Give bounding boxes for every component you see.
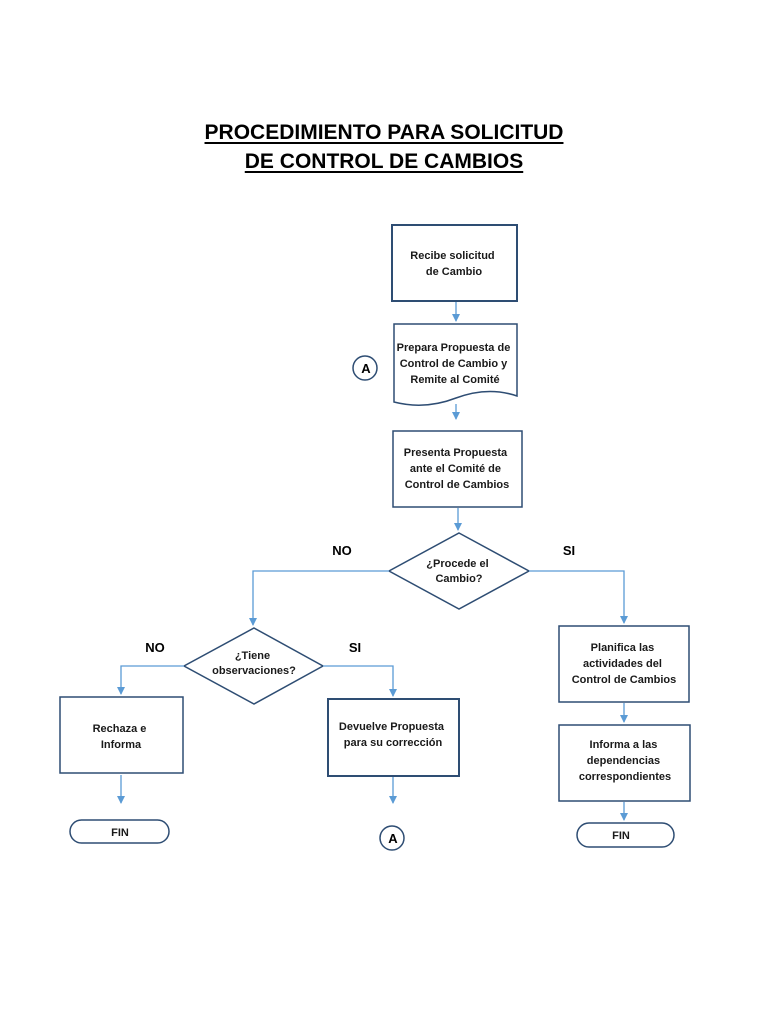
arrow-tiene-si [323, 665, 397, 697]
rechaza-text: Rechaza e Informa [93, 723, 150, 751]
arrow-procede-no [249, 570, 389, 626]
tiene-si-label: SI [349, 640, 361, 655]
rechaza-box [59, 696, 184, 774]
devuelve-text: Devuelve Propuesta para su corrección [339, 721, 447, 749]
presenta-line-2: ante el Comité de [410, 463, 501, 475]
connector-a-bottom [379, 825, 405, 851]
rechaza-line-1: Rechaza e [93, 723, 147, 735]
fin-right-terminal [576, 822, 675, 848]
planifica-line-1: Planifica las [591, 642, 655, 654]
prepara-line-1: Prepara Propuesta de [397, 342, 511, 354]
tiene-decision [182, 627, 325, 705]
arrow-tiene-no [117, 665, 184, 695]
arrow-procede-si [529, 570, 628, 624]
connector-a-bottom-label: A [388, 831, 398, 846]
title-line-2: DE CONTROL DE CAMBIOS [244, 150, 524, 173]
fin-right-label: FIN [612, 830, 630, 842]
informa-text: Informa a las dependencias correspondien… [579, 739, 671, 783]
procede-no-label: NO [332, 543, 352, 558]
tiene-line-1: ¿Tiene [235, 650, 270, 662]
recibe-text: Recibe solicitud de Cambio [410, 250, 497, 278]
connector-a-top-label: A [361, 361, 371, 376]
title-line-1: PROCEDIMIENTO PARA SOLICITUD [204, 121, 564, 144]
presenta-text: Presenta Propuesta ante el Comité de Con… [404, 447, 510, 491]
presenta-line-3: Control de Cambios [405, 479, 510, 491]
procede-line-2: Cambio? [435, 573, 482, 585]
presenta-box [392, 430, 523, 508]
recibe-line-1: Recibe solicitud [410, 250, 494, 262]
recibe-line-2: de Cambio [426, 266, 483, 278]
connector-a-top [352, 355, 378, 381]
planifica-box [558, 625, 690, 703]
informa-line-1: Informa a las [590, 739, 658, 751]
tiene-line-2: observaciones? [212, 665, 296, 677]
tiene-text: ¿Tiene observaciones? [212, 650, 296, 677]
planifica-line-3: Control de Cambios [572, 674, 677, 686]
informa-line-2: dependencias [587, 755, 660, 767]
presenta-line-1: Presenta Propuesta [404, 447, 508, 459]
devuelve-line-1: Devuelve Propuesta [339, 721, 445, 733]
prepara-text: Prepara Propuesta de Control de Cambio y… [397, 342, 514, 386]
informa-line-3: correspondientes [579, 771, 671, 783]
informa-box [558, 724, 691, 802]
planifica-line-2: actividades del [583, 658, 662, 670]
fin-left-terminal [69, 819, 170, 844]
recibe-box [391, 224, 518, 302]
fin-left-label: FIN [111, 827, 129, 839]
page-title: PROCEDIMIENTO PARA SOLICITUD DE CONTROL … [0, 118, 768, 176]
rechaza-line-2: Informa [101, 739, 142, 751]
procede-si-label: SI [563, 543, 575, 558]
devuelve-box [327, 698, 460, 777]
planifica-text: Planifica las actividades del Control de… [572, 642, 677, 686]
prepara-line-3: Remite al Comité [410, 374, 499, 386]
tiene-no-label: NO [145, 640, 165, 655]
procede-text: ¿Procede el Cambio? [426, 558, 491, 585]
prepara-document-shape [393, 323, 518, 406]
devuelve-line-2: para su corrección [344, 737, 443, 749]
procede-line-1: ¿Procede el [426, 558, 488, 570]
prepara-line-2: Control de Cambio y [400, 358, 508, 370]
procede-decision [387, 532, 531, 610]
